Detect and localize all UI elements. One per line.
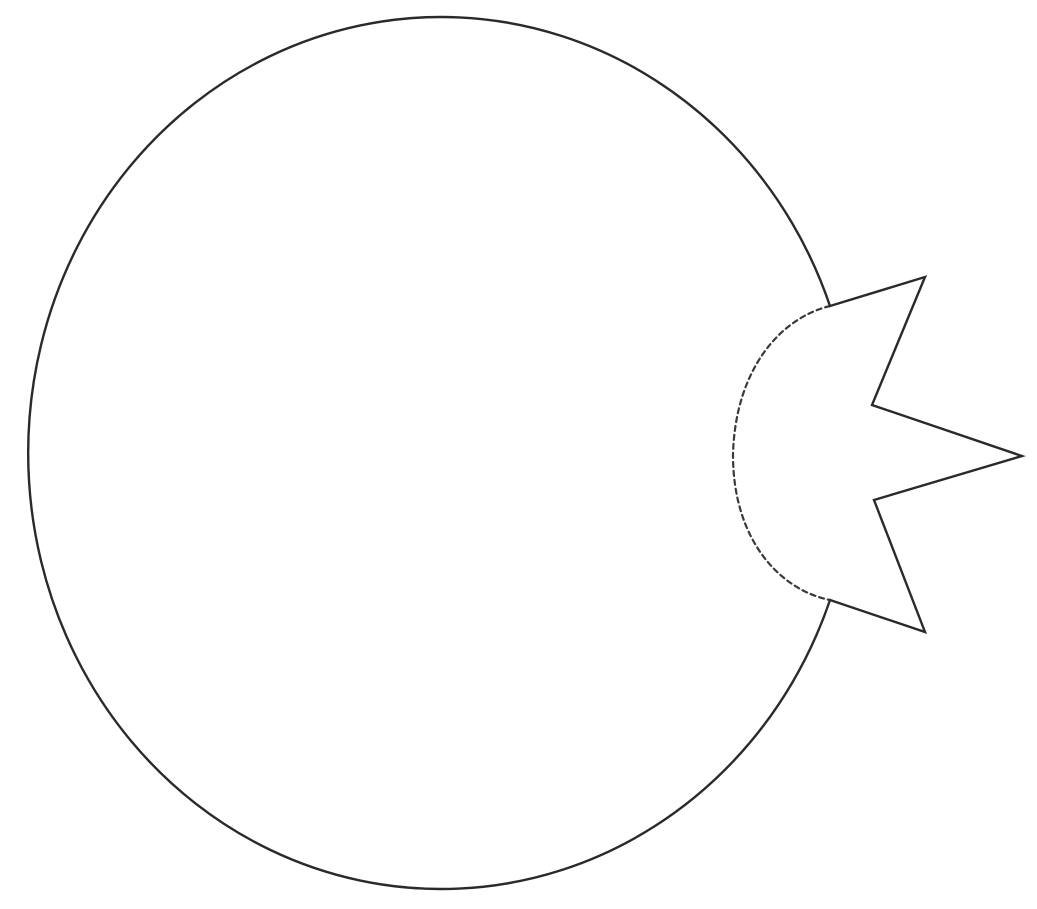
- figure-canvas: [0, 0, 1037, 909]
